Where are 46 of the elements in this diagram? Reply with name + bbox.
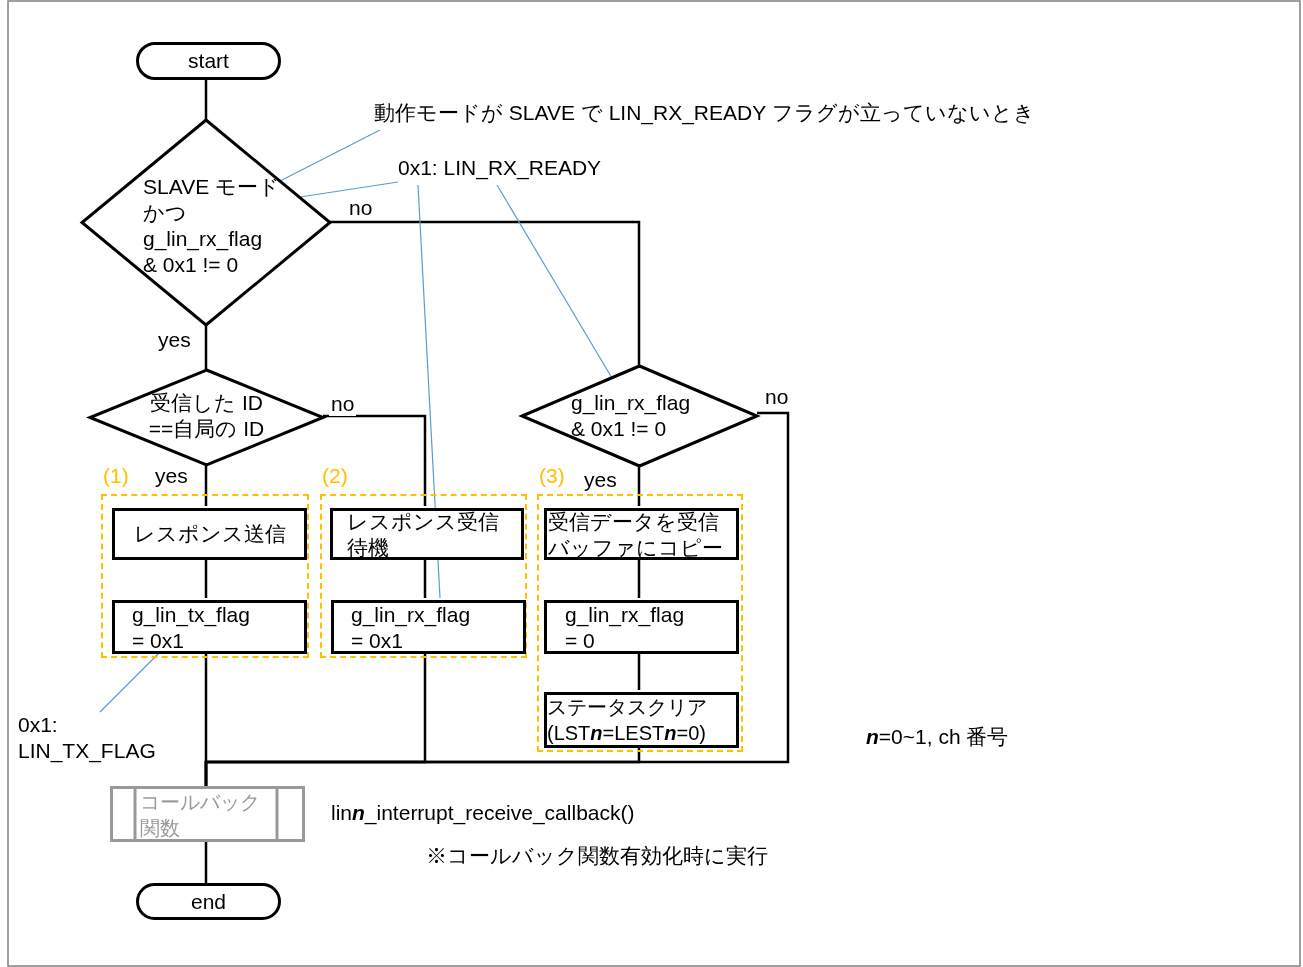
function-name: linn_interrupt_receive_callback(): [331, 800, 635, 826]
terminal-shape: [136, 42, 281, 80]
terminal-label: end: [189, 889, 227, 915]
leader-line: [279, 129, 381, 182]
condition-text: SLAVE モードかつ g_lin_rx_flag & 0x1 != 0: [143, 174, 281, 278]
leader-line: [496, 184, 613, 379]
flow-line: [204, 746, 641, 786]
process-label: レスポンス受信待機: [347, 509, 500, 561]
flow-line: [637, 558, 641, 598]
process-label: コールバック関数: [140, 790, 261, 841]
process-box: [544, 692, 739, 748]
flow-line: [204, 842, 208, 883]
flow-line: [204, 80, 208, 120]
group-number: (1): [103, 463, 129, 489]
process-label: 受信データを受信バッファにコピー: [548, 509, 724, 561]
process-box: [330, 508, 524, 560]
flow-line: [423, 558, 427, 598]
process-label: g_lin_rx_flag = 0x1: [351, 602, 472, 654]
leader-line: [299, 181, 399, 198]
process-label: レスポンス送信: [132, 521, 287, 547]
flow-line: [637, 652, 641, 690]
process-label: g_lin_tx_flag = 0x1: [132, 602, 251, 654]
terminal-label: start: [187, 48, 230, 74]
condition-text: g_lin_rx_flag & 0x1 != 0: [571, 390, 692, 442]
process-box: [112, 600, 307, 654]
flow-line: [204, 325, 208, 370]
condition-text: 受信した ID ==自局の ID: [147, 390, 266, 442]
flow-line: [204, 558, 208, 598]
process-box: [544, 600, 739, 654]
annotation-text: 0x1: LIN_TX_FLAG: [18, 712, 157, 764]
flow-line: [637, 466, 641, 506]
predefined-process-box: [110, 786, 305, 842]
annotation-text: 0x1: LIN_RX_READY: [398, 155, 603, 181]
process-label: ステータスクリア (LSTn=LESTn=0): [547, 695, 708, 746]
note-text: n=0~1, ch 番号: [866, 724, 1009, 750]
note-text: ※コールバック関数有効化時に実行: [426, 843, 768, 869]
flow-line: [323, 414, 427, 506]
terminal-shape: [136, 883, 281, 920]
process-box: [331, 600, 526, 654]
group-number: (2): [322, 463, 348, 489]
process-label: g_lin_rx_flag = 0: [565, 602, 686, 654]
flow-line: [204, 465, 208, 506]
flow-line: [330, 220, 641, 366]
group-number: (3): [539, 463, 565, 489]
annotation-text: 動作モードが SLAVE で LIN_RX_READY フラグが立っていないとき: [374, 100, 1036, 126]
process-box: [112, 508, 307, 560]
